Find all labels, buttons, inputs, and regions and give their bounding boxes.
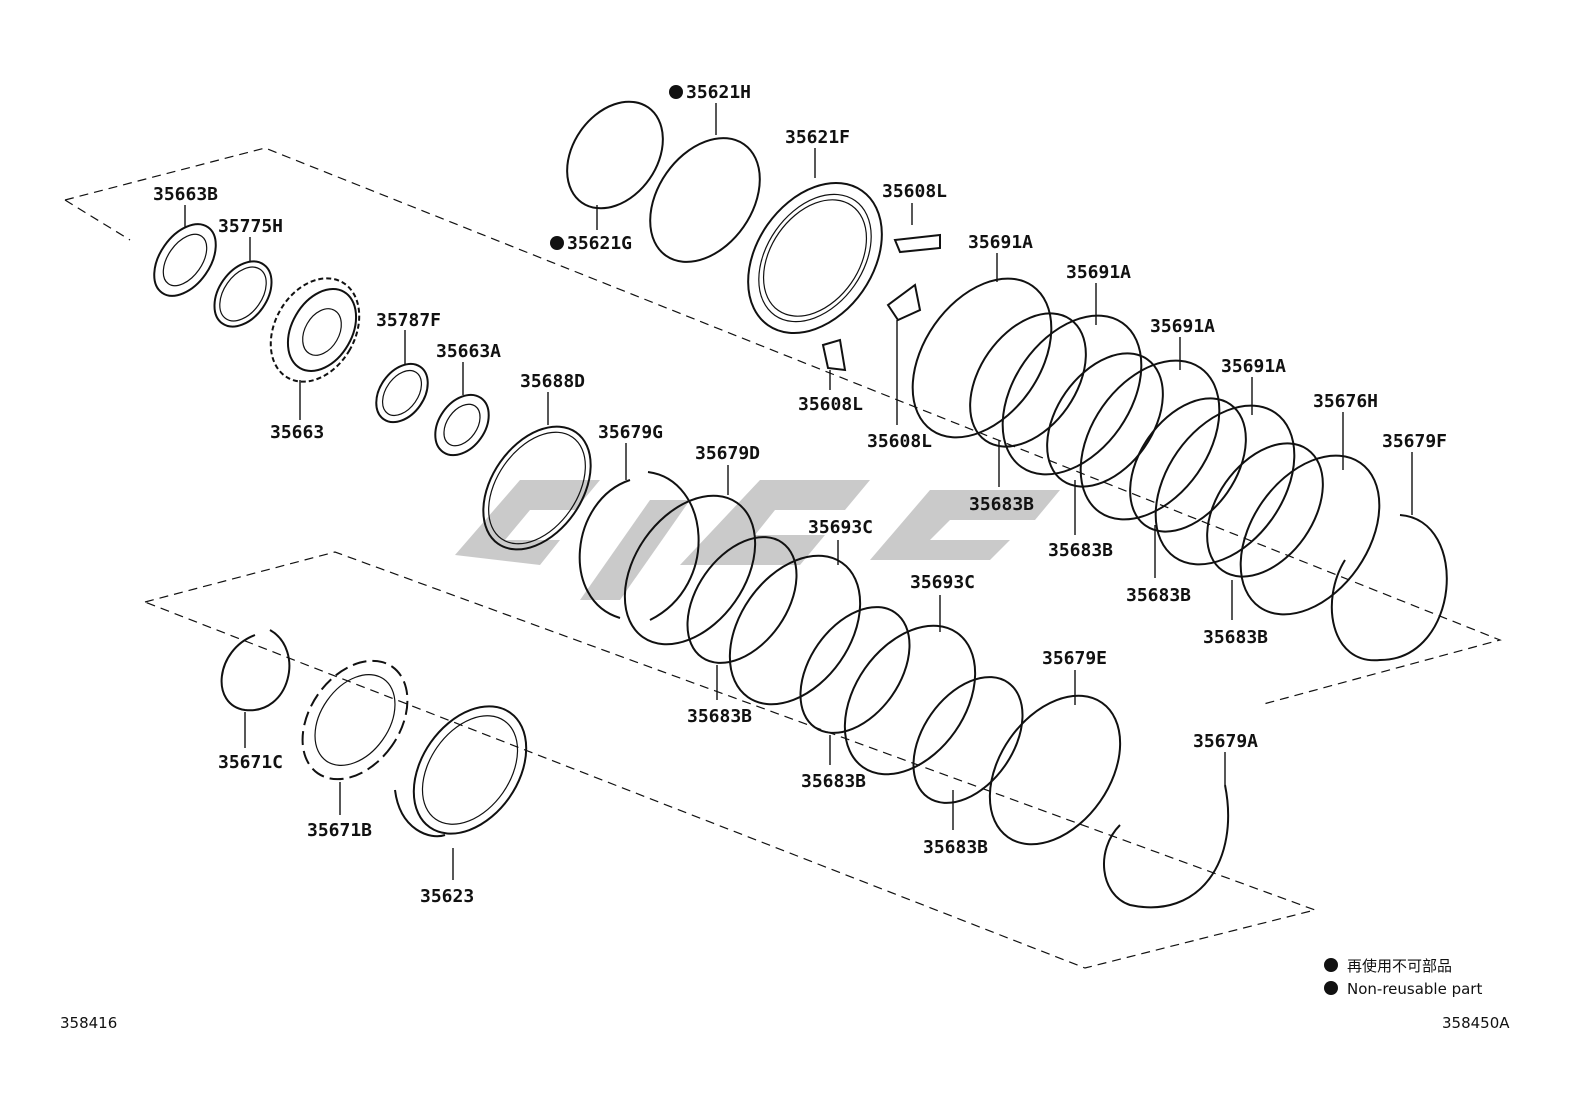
spring-35608L-a bbox=[893, 233, 941, 254]
plate-35671B bbox=[301, 659, 409, 781]
label-35621H: 35621H bbox=[686, 82, 751, 103]
leader-lines bbox=[184, 103, 1413, 880]
label-35683B-7: 35683B bbox=[923, 837, 988, 858]
snap-ring-35671C bbox=[220, 629, 291, 712]
label-35608L-b: 35608L bbox=[867, 431, 932, 452]
label-35787F: 35787F bbox=[376, 310, 441, 331]
legend: 再使用不可部品 Non-reusable part bbox=[1324, 957, 1482, 998]
label-35621G: 35621G bbox=[567, 233, 632, 254]
legend-text-jp: 再使用不可部品 bbox=[1347, 957, 1452, 975]
watermark-logo bbox=[455, 480, 1060, 600]
ring-35688D bbox=[482, 425, 592, 551]
gear-35663 bbox=[269, 277, 361, 383]
non-reusable-dot-35621H bbox=[669, 85, 683, 99]
non-reusable-dot-35621G bbox=[550, 236, 564, 250]
label-35688D: 35688D bbox=[520, 371, 585, 392]
snap-ring-35679G bbox=[578, 471, 700, 621]
ring-35775H bbox=[213, 260, 273, 328]
group-outline-lower bbox=[143, 551, 1318, 969]
label-35663B: 35663B bbox=[153, 184, 218, 205]
label-35679G: 35679G bbox=[598, 422, 663, 443]
label-35621F: 35621F bbox=[785, 127, 850, 148]
legend-dot-en bbox=[1324, 981, 1338, 995]
label-35676H: 35676H bbox=[1313, 391, 1378, 412]
label-35679A: 35679A bbox=[1193, 731, 1258, 752]
piston-35621F bbox=[747, 182, 883, 334]
label-35693C-a: 35693C bbox=[808, 517, 873, 538]
label-35679D: 35679D bbox=[695, 443, 760, 464]
label-35663: 35663 bbox=[270, 422, 324, 443]
label-35691A-b: 35691A bbox=[1066, 262, 1131, 283]
label-35623: 35623 bbox=[420, 886, 474, 907]
label-35608L-a: 35608L bbox=[882, 181, 947, 202]
label-35683B-4: 35683B bbox=[1203, 627, 1268, 648]
clutch-pack-upper bbox=[911, 277, 1448, 662]
label-35671C: 35671C bbox=[218, 752, 283, 773]
bearing-35663B bbox=[153, 223, 217, 297]
label-35663A: 35663A bbox=[436, 341, 501, 362]
label-35775H: 35775H bbox=[218, 216, 283, 237]
label-35683B-6: 35683B bbox=[801, 771, 866, 792]
part-labels: 35621H 35621G 35621F 35608L 35608L 35608… bbox=[153, 82, 1447, 907]
ring-35787F bbox=[375, 362, 429, 424]
label-35671B: 35671B bbox=[307, 820, 372, 841]
clutch-pack-lower bbox=[623, 494, 1230, 909]
label-35679E: 35679E bbox=[1042, 648, 1107, 669]
ref-number-left: 358416 bbox=[60, 1014, 117, 1032]
bearing-35663A bbox=[434, 393, 490, 457]
label-35683B-3: 35683B bbox=[1126, 585, 1191, 606]
drum-35623 bbox=[394, 705, 528, 838]
label-35683B-2: 35683B bbox=[1048, 540, 1113, 561]
ref-number-right: 358450A bbox=[1442, 1014, 1510, 1032]
o-ring-35621G bbox=[566, 100, 664, 210]
group-outline-upper bbox=[64, 147, 1502, 706]
o-ring-35621H bbox=[649, 137, 761, 263]
label-35608L-c: 35608L bbox=[798, 394, 863, 415]
label-35679F: 35679F bbox=[1382, 431, 1447, 452]
label-35693C-b: 35693C bbox=[910, 572, 975, 593]
label-35691A-a: 35691A bbox=[968, 232, 1033, 253]
legend-text-en: Non-reusable part bbox=[1347, 980, 1482, 998]
label-35691A-d: 35691A bbox=[1221, 356, 1286, 377]
label-35683B-1: 35683B bbox=[969, 494, 1034, 515]
spring-35608L-b bbox=[886, 283, 922, 322]
legend-dot-jp bbox=[1324, 958, 1338, 972]
label-35683B-5: 35683B bbox=[687, 706, 752, 727]
label-35691A-c: 35691A bbox=[1150, 316, 1215, 337]
spring-35608L-c bbox=[821, 338, 847, 372]
